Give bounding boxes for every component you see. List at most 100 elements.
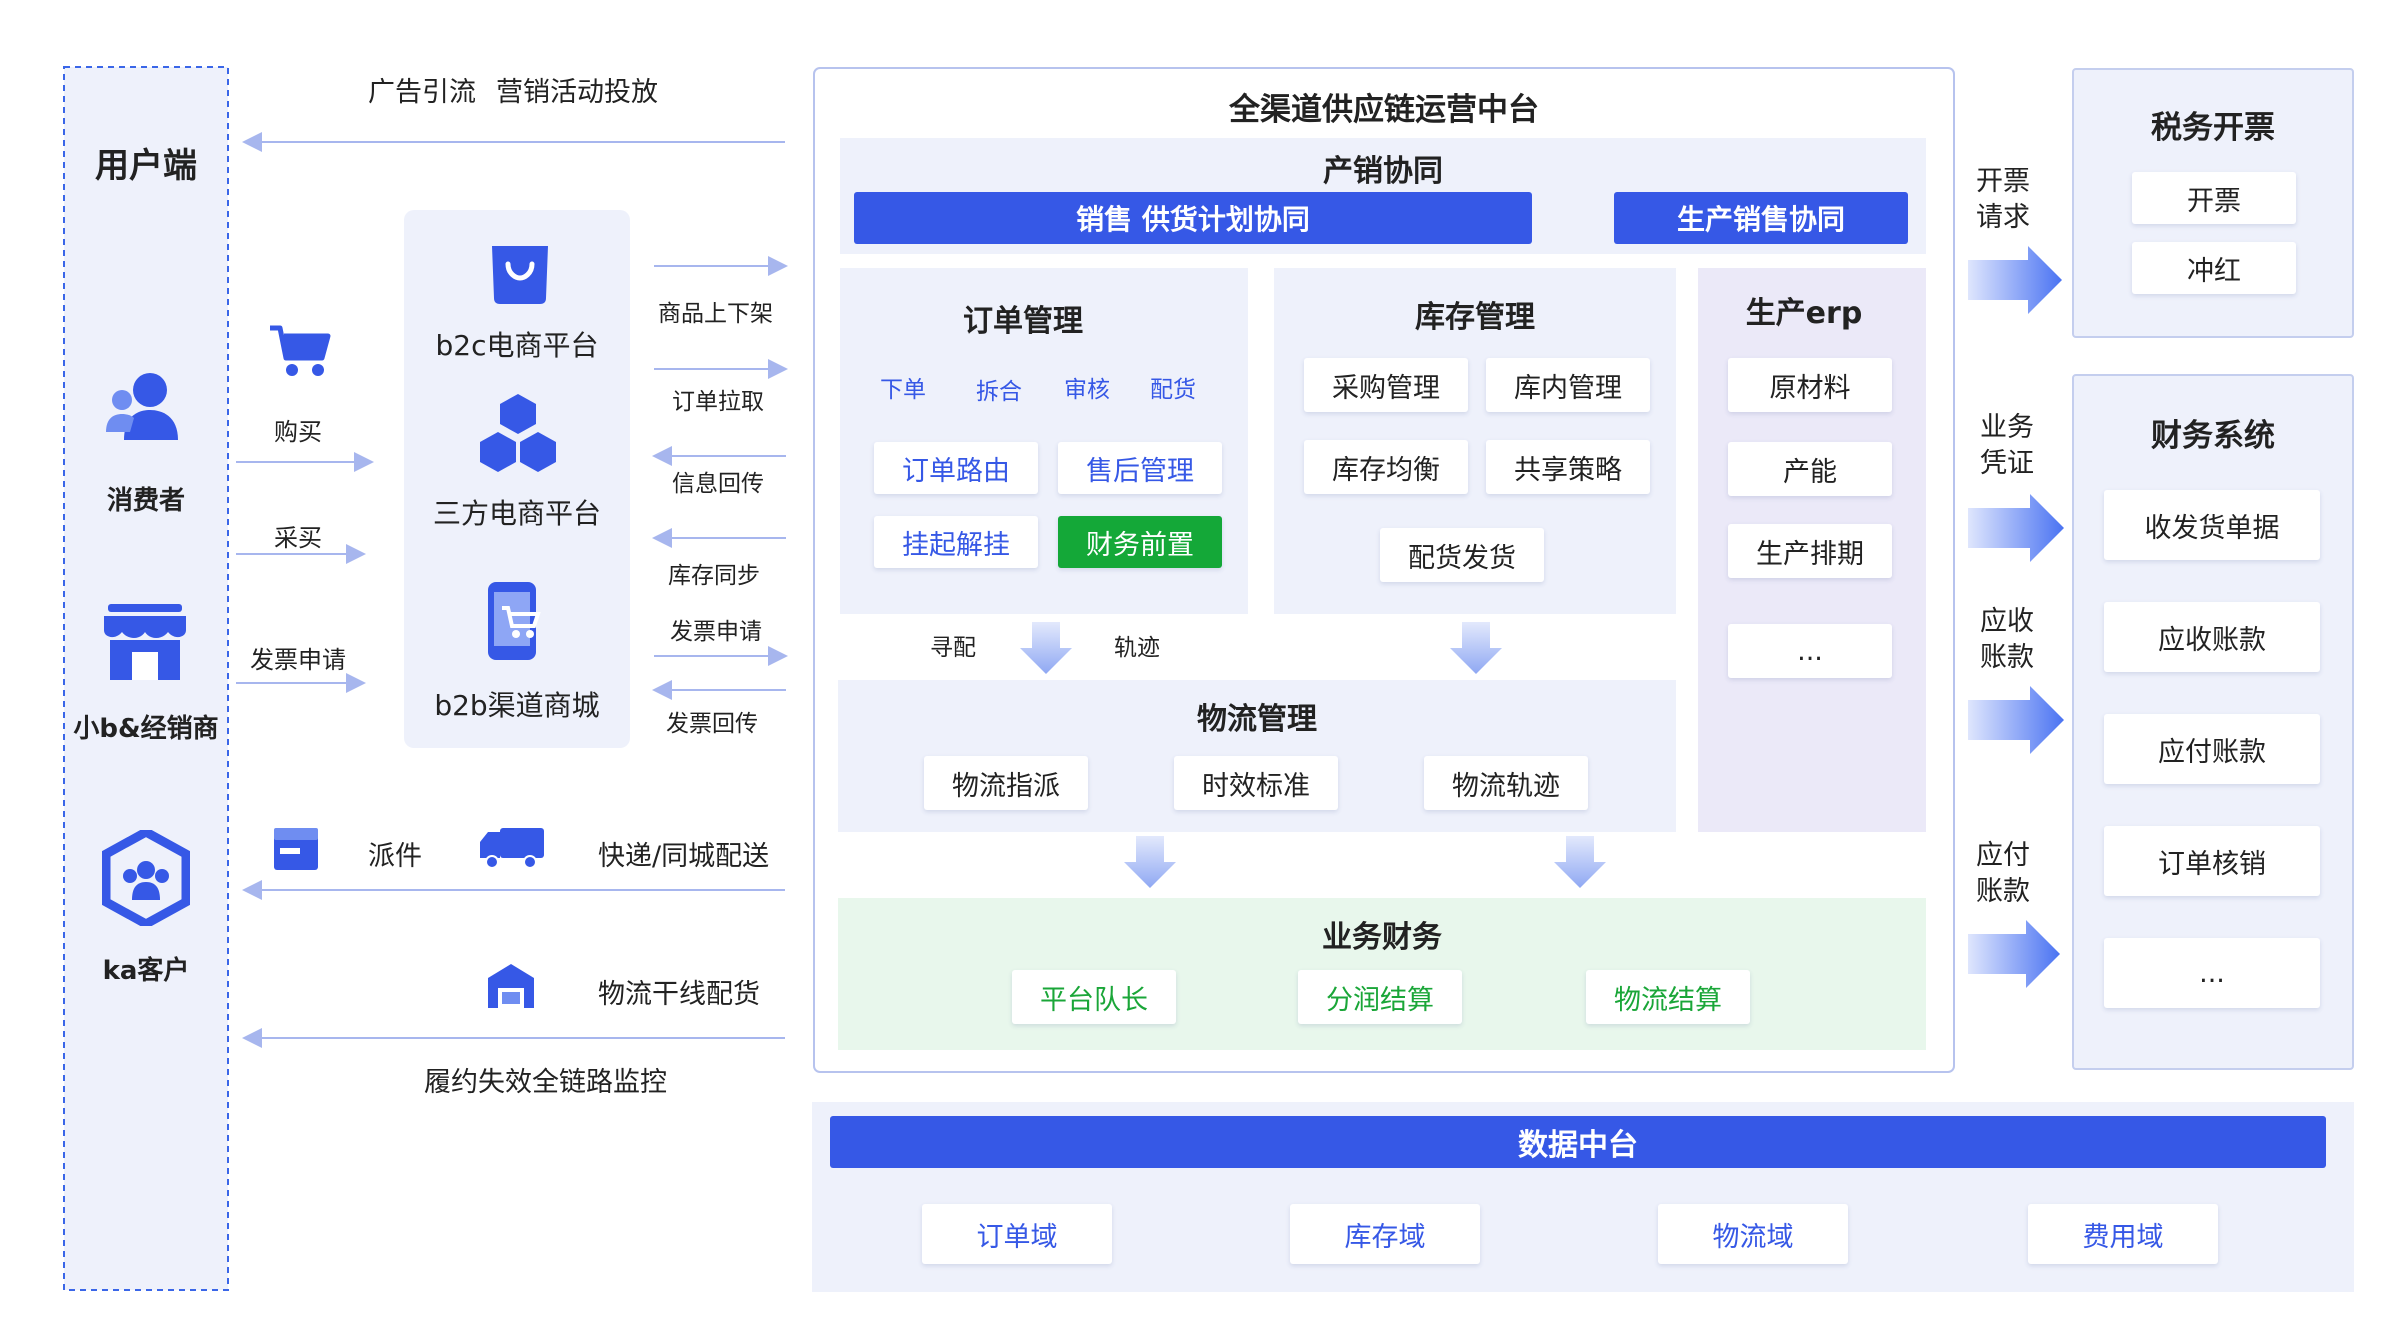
invoice-req-line1: 开票: [1976, 166, 2030, 197]
package-icon: [274, 828, 318, 870]
ka-label: ka客户: [102, 956, 190, 986]
data-center-bar: 数据中台: [830, 1116, 2326, 1168]
red-flush-card: 冲红: [2132, 242, 2296, 294]
timeliness-card: 时效标准: [1174, 756, 1338, 810]
payable-line2: 账款: [1976, 876, 2030, 907]
suspend-card: 挂起解挂: [874, 516, 1038, 568]
invoice-req-line2: 请求: [1976, 202, 2030, 233]
user-side-title: 用户端: [95, 146, 197, 186]
platform-leader-card: 平台队长: [1012, 970, 1176, 1024]
order-domain-card: 订单域: [922, 1204, 1112, 1264]
logistics-down-arrow-right: [1554, 836, 1606, 888]
raw-material-card: 原材料: [1728, 358, 1892, 412]
finance-title: 业务财务: [1322, 920, 1442, 955]
find-down-arrow: [1020, 622, 1072, 674]
truck-icon: [480, 828, 544, 869]
voucher-arrow: [1968, 494, 2064, 562]
b2b-label: b2b渠道商城: [434, 689, 600, 722]
marketing-label: 营销活动投放: [496, 77, 658, 108]
consumer-icon: [106, 373, 178, 440]
logistics-track-card: 物流轨迹: [1424, 756, 1588, 810]
mobile-shop-icon: [488, 582, 541, 660]
center-title: 全渠道供应链运营中台: [1229, 92, 1539, 128]
trunk-label: 物流干线配货: [598, 979, 760, 1010]
order-step-1: 下单: [880, 377, 926, 403]
order-routing-card: 订单路由: [874, 442, 1038, 494]
inventory-domain-card: 库存域: [1290, 1204, 1480, 1264]
allocation-card: 配货发货: [1380, 528, 1544, 582]
procure-label: 采买: [274, 524, 322, 552]
inventory-title: 库存管理: [1415, 300, 1535, 335]
flow-label-1: 商品上下架: [658, 301, 773, 327]
order-writeoff-card: 订单核销: [2104, 826, 2320, 896]
invoice-card: 开票: [2132, 172, 2296, 224]
logistics-domain-card: 物流域: [1658, 1204, 1848, 1264]
voucher-line2: 凭证: [1980, 448, 2034, 479]
finance-front-card: 财务前置: [1058, 516, 1222, 568]
voucher-line1: 业务: [1980, 412, 2034, 443]
logistics-settlement-card: 物流结算: [1586, 970, 1750, 1024]
shopping-bag-icon: [492, 246, 548, 304]
order-step-4: 配货: [1150, 377, 1196, 403]
track-label: 轨迹: [1114, 635, 1160, 661]
logistics-assign-card: 物流指派: [924, 756, 1088, 810]
payable-arrow: [1968, 920, 2060, 988]
invoice-apply-label: 发票申请: [250, 646, 346, 674]
warehouse-icon: [488, 964, 534, 1008]
small-b-label: 小b&经销商: [73, 714, 219, 744]
logistics-title: 物流管理: [1197, 702, 1317, 737]
invoice-req-label: 开票 请求: [1976, 164, 2030, 236]
buy-label: 购买: [274, 418, 322, 446]
order-step-3: 审核: [1064, 377, 1110, 403]
voucher-label: 业务 凭证: [1980, 410, 2034, 482]
invoice-req-arrow: [1968, 246, 2062, 314]
fin-more-card: ...: [2104, 938, 2320, 1008]
prod-sales-title: 产销协同: [1323, 154, 1443, 189]
erp-title: 生产erp: [1745, 296, 1863, 331]
fin-sys-title: 财务系统: [2151, 418, 2275, 454]
logistics-down-arrow-left: [1124, 836, 1176, 888]
store-icon: [104, 604, 186, 680]
schedule-card: 生产排期: [1728, 524, 1892, 578]
in-warehouse-card: 库内管理: [1486, 358, 1650, 412]
purchase-card: 采购管理: [1304, 358, 1468, 412]
receivables-card: 应收账款: [2104, 602, 2320, 672]
share-strategy-card: 共享策略: [1486, 440, 1650, 494]
receivable-arrow: [1968, 686, 2064, 754]
flow-label-4: 库存同步: [668, 563, 760, 589]
consumer-label: 消费者: [106, 486, 185, 516]
flow-label-6: 发票回传: [666, 711, 758, 737]
tax-title: 税务开票: [2151, 110, 2275, 146]
b2c-label: b2c电商平台: [435, 329, 599, 362]
ka-customer-icon: [102, 830, 190, 926]
cost-domain-card: 费用域: [2028, 1204, 2218, 1264]
order-step-2: 拆合: [976, 379, 1022, 405]
find-match-label: 寻配: [930, 635, 976, 661]
flow-label-3: 信息回传: [672, 471, 764, 497]
order-title: 订单管理: [963, 304, 1083, 339]
express-label: 快递/同城配送: [598, 841, 770, 872]
receivable-line1: 应收: [1980, 606, 2034, 637]
capacity-card: 产能: [1728, 442, 1892, 496]
erp-more-card: ...: [1728, 624, 1892, 678]
cubes-icon: [480, 394, 556, 472]
after-sales-card: 售后管理: [1058, 442, 1222, 494]
payable-label: 应付 账款: [1976, 838, 2030, 910]
receivable-label: 应收 账款: [1980, 604, 2034, 676]
cart-icon: [270, 325, 331, 376]
payable-line1: 应付: [1976, 840, 2030, 871]
sales-plan-bar: 销售 供货计划协同: [854, 192, 1532, 244]
inventory-down-arrow: [1450, 622, 1502, 674]
inventory-balance-card: 库存均衡: [1304, 440, 1468, 494]
production-sales-bar: 生产销售协同: [1614, 192, 1908, 244]
ad-flow-label: 广告引流: [368, 77, 476, 108]
monitor-label: 履约失效全链路监控: [424, 1067, 667, 1098]
profit-share-card: 分润结算: [1298, 970, 1462, 1024]
delivery-docs-card: 收发货单据: [2104, 490, 2320, 560]
flow-label-2: 订单拉取: [672, 389, 764, 415]
receivable-line2: 账款: [1980, 642, 2034, 673]
dispatch-label: 派件: [368, 841, 422, 872]
flow-label-5: 发票申请: [670, 619, 762, 645]
payables-card: 应付账款: [2104, 714, 2320, 784]
third-party-label: 三方电商平台: [432, 497, 601, 530]
